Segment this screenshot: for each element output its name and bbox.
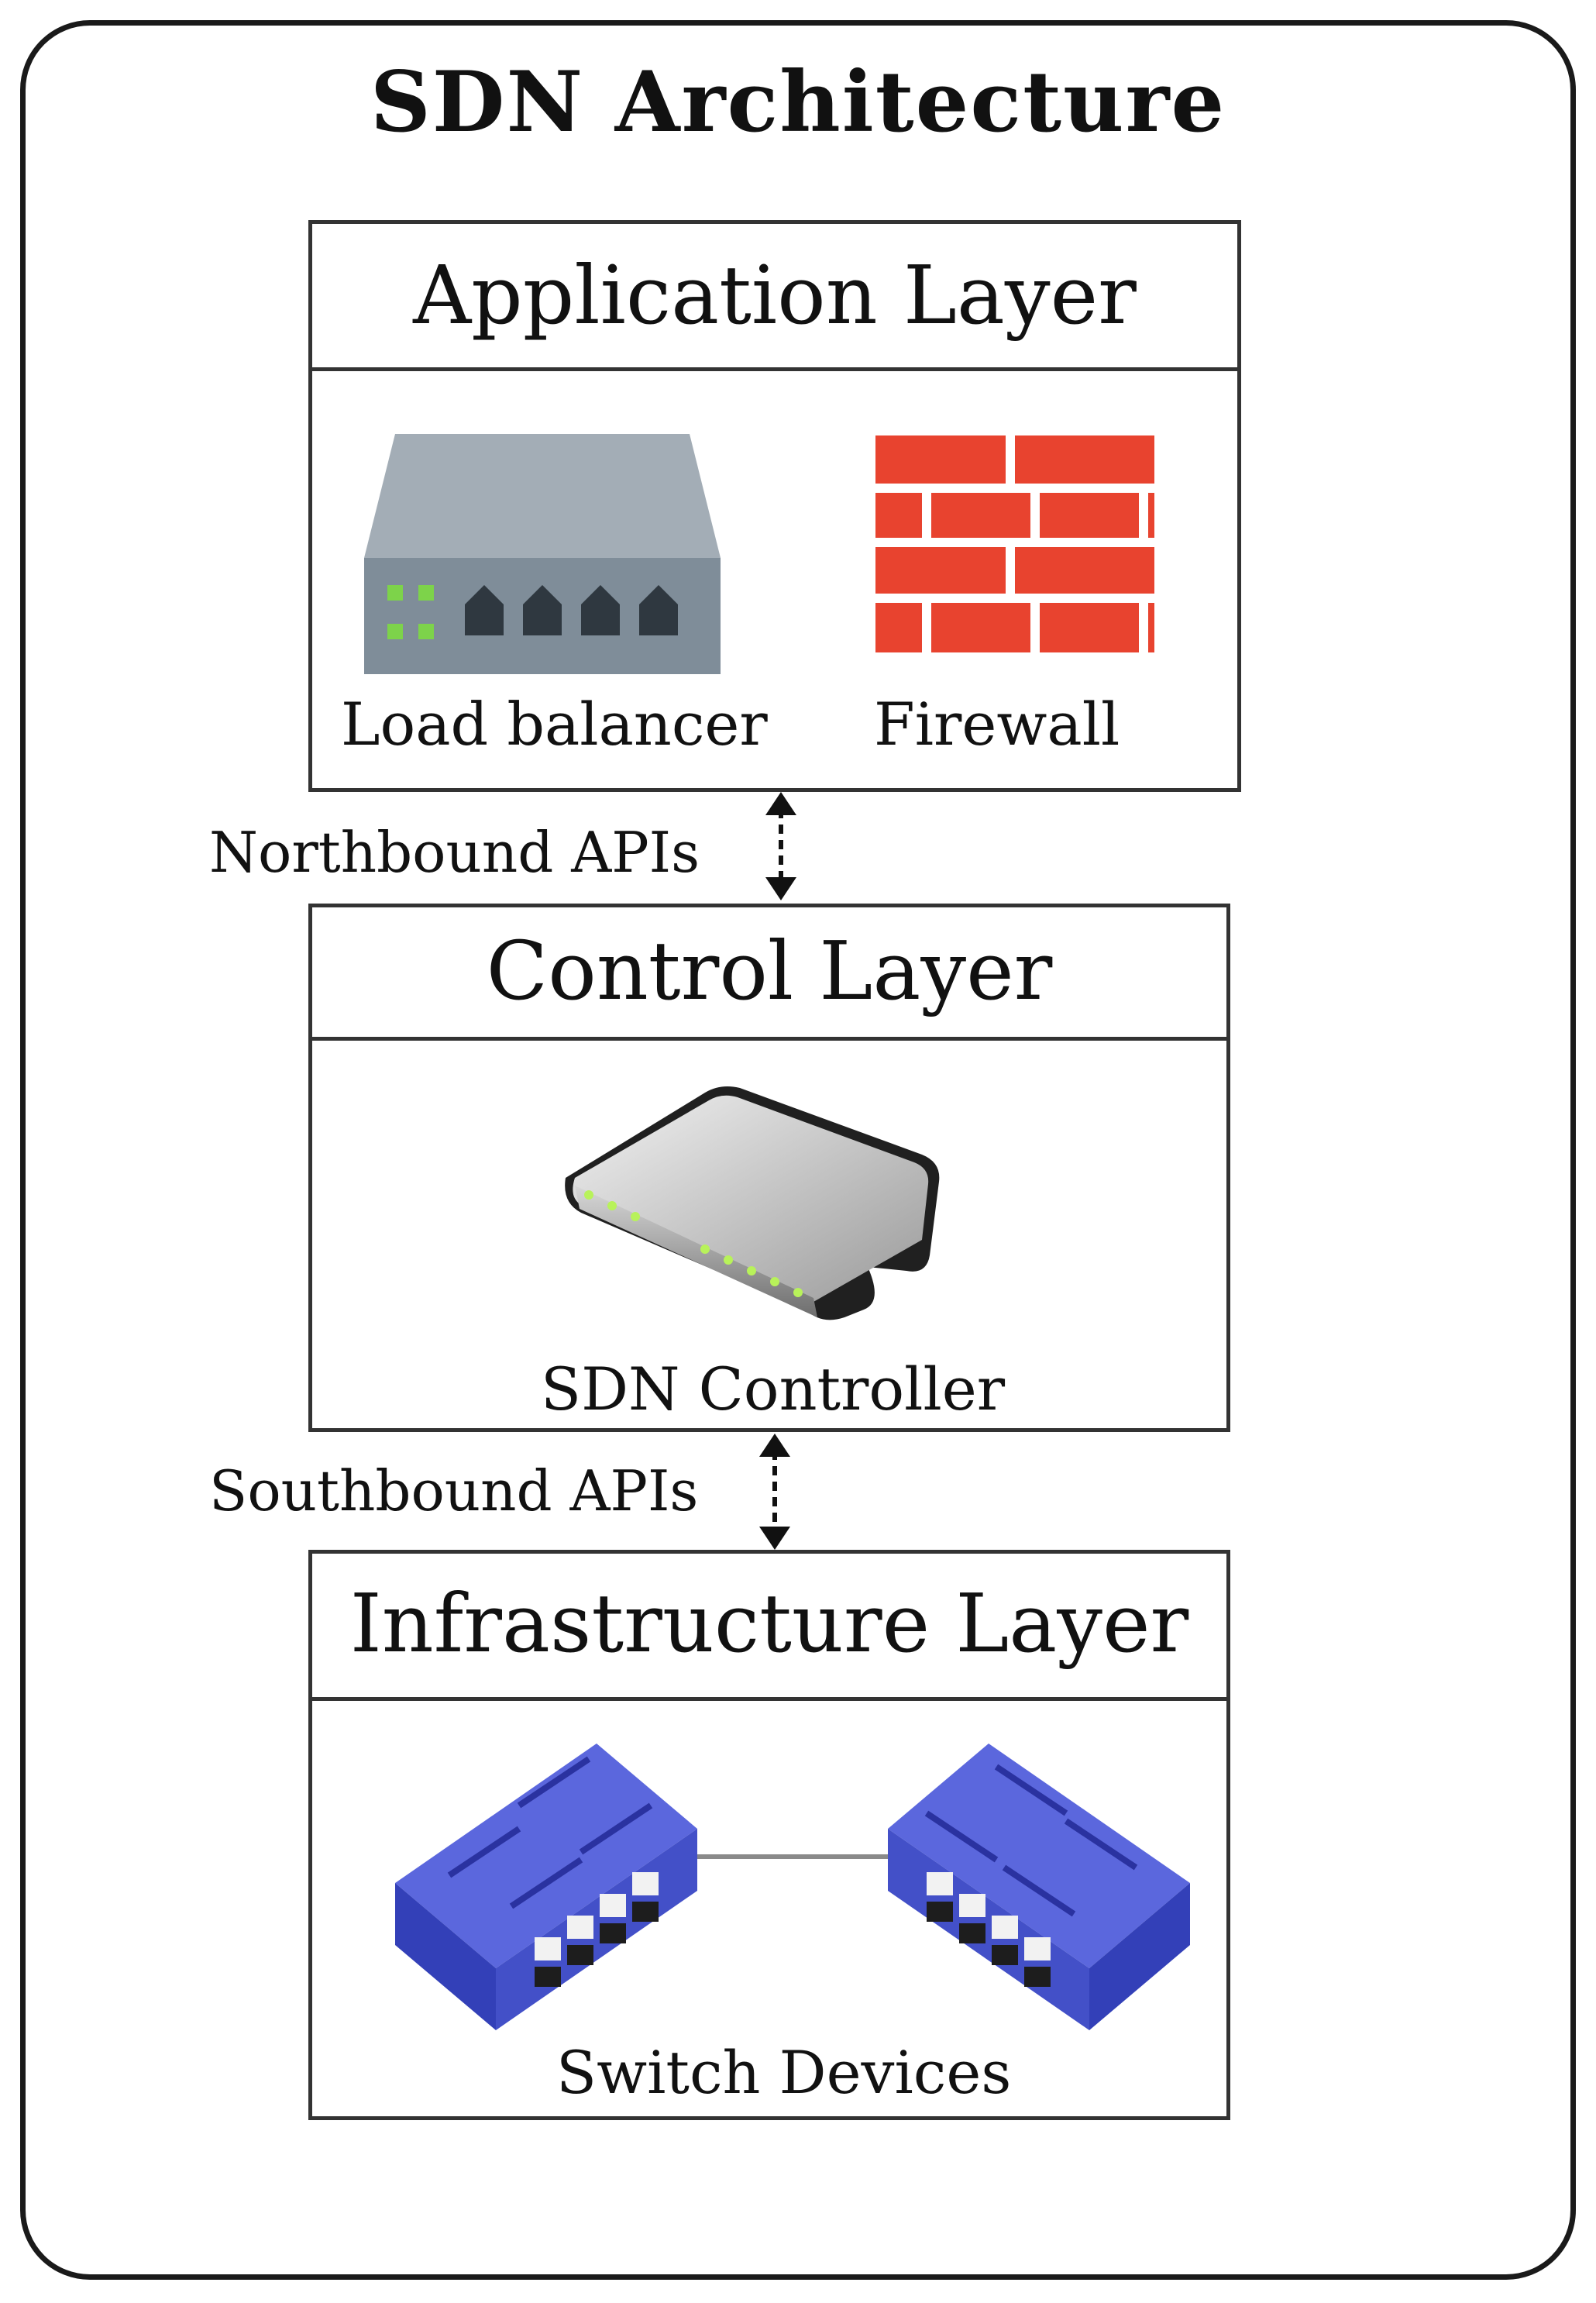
application-layer-heading: Application Layer (312, 224, 1237, 371)
load-balancer-label: Load balancer (341, 690, 768, 759)
sdn-controller-icon (565, 1086, 940, 1320)
switch-icon (395, 1744, 697, 2030)
firewall-label: Firewall (874, 690, 1120, 759)
northbound-api-label: Northbound APIs (209, 820, 700, 885)
diagram-frame (20, 20, 1576, 2280)
sdn-controller-label: SDN Controller (541, 1355, 1006, 1423)
infrastructure-layer-heading: Infrastructure Layer (312, 1554, 1226, 1701)
northbound-arrow-icon (765, 792, 796, 900)
southbound-arrow-icon (759, 1434, 790, 1550)
control-layer-heading: Control Layer (312, 907, 1226, 1041)
load-balancer-icon (364, 434, 721, 674)
diagram-title: SDN Architecture (370, 53, 1226, 151)
southbound-api-label: Southbound APIs (209, 1458, 699, 1523)
switch-link (697, 1854, 899, 1859)
firewall-icon (875, 435, 1154, 652)
switch-devices-label: Switch Devices (556, 2038, 1012, 2107)
control-layer: Control Layer (308, 904, 1230, 1432)
switch-icon (888, 1744, 1190, 2030)
